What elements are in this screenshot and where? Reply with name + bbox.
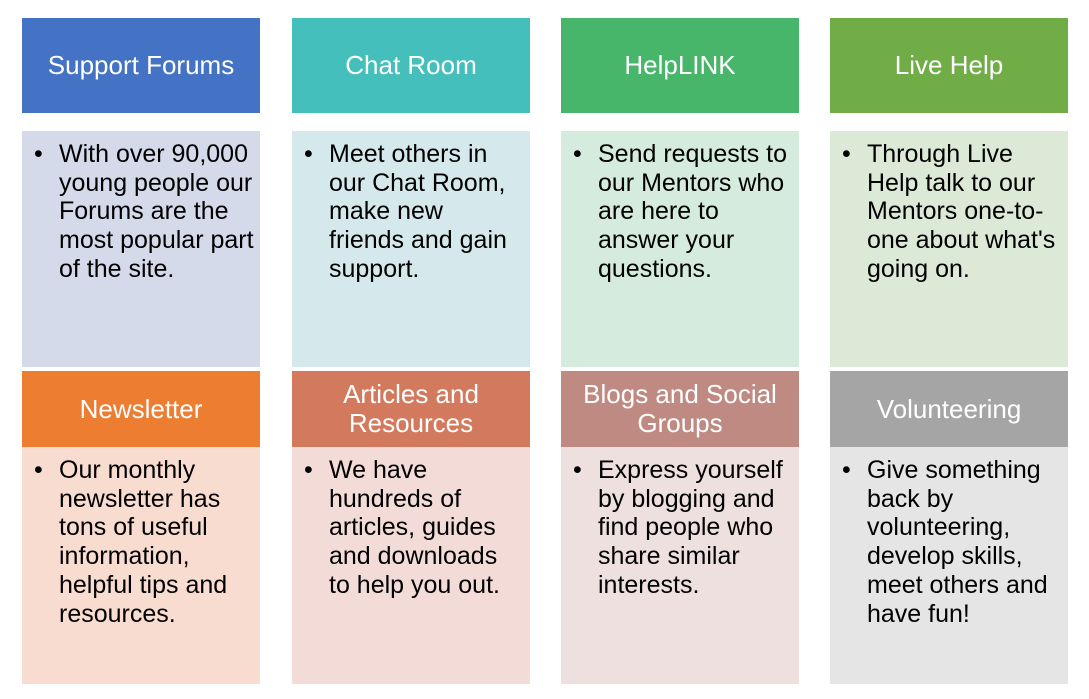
- bullet-icon: •: [573, 140, 582, 168]
- bullet-icon: •: [842, 456, 851, 484]
- list-item: • With over 90,000 young people our Foru…: [34, 140, 254, 284]
- card-title: Newsletter: [22, 371, 260, 447]
- card-description: Give something back by volunteering, dev…: [867, 456, 1048, 628]
- card-title: Articles and Resources: [292, 371, 530, 447]
- card-description: Through Live Help talk to our Mentors on…: [867, 140, 1056, 283]
- card-body: • Give something back by volunteering, d…: [830, 447, 1068, 684]
- list-item: • Give something back by volunteering, d…: [842, 456, 1062, 628]
- list-item: • We have hundreds of articles, guides a…: [304, 456, 524, 600]
- card-body: • Meet others in our Chat Room, make new…: [292, 131, 530, 367]
- card-description: We have hundreds of articles, guides and…: [329, 456, 500, 599]
- card-title: HelpLINK: [561, 18, 799, 113]
- list-item: • Meet others in our Chat Room, make new…: [304, 140, 524, 284]
- bullet-icon: •: [34, 456, 43, 484]
- list-item: • Our monthly newsletter has tons of use…: [34, 456, 254, 628]
- list-item: • Send requests to our Mentors who are h…: [573, 140, 793, 284]
- card-body: • With over 90,000 young people our Foru…: [22, 131, 260, 367]
- bullet-icon: •: [573, 456, 582, 484]
- card-description: Meet others in our Chat Room, make new f…: [329, 140, 507, 283]
- card-description: Our monthly newsletter has tons of usefu…: [59, 456, 228, 628]
- bullet-icon: •: [34, 140, 43, 168]
- bullet-icon: •: [304, 456, 313, 484]
- bullet-icon: •: [842, 140, 851, 168]
- card-description: With over 90,000 young people our Forums…: [59, 140, 254, 283]
- card-body: • Through Live Help talk to our Mentors …: [830, 131, 1068, 367]
- card-description: Express yourself by blogging and find pe…: [598, 456, 783, 599]
- list-item: • Through Live Help talk to our Mentors …: [842, 140, 1062, 284]
- card-body: • We have hundreds of articles, guides a…: [292, 447, 530, 684]
- card-description: Send requests to our Mentors who are her…: [598, 140, 788, 283]
- card-title: Blogs and Social Groups: [561, 371, 799, 447]
- card-body: • Our monthly newsletter has tons of use…: [22, 447, 260, 684]
- card-title: Support Forums: [22, 18, 260, 113]
- card-body: • Send requests to our Mentors who are h…: [561, 131, 799, 367]
- card-title: Volunteering: [830, 371, 1068, 447]
- card-body: • Express yourself by blogging and find …: [561, 447, 799, 684]
- list-item: • Express yourself by blogging and find …: [573, 456, 793, 600]
- card-title: Live Help: [830, 18, 1068, 113]
- bullet-icon: •: [304, 140, 313, 168]
- card-title: Chat Room: [292, 18, 530, 113]
